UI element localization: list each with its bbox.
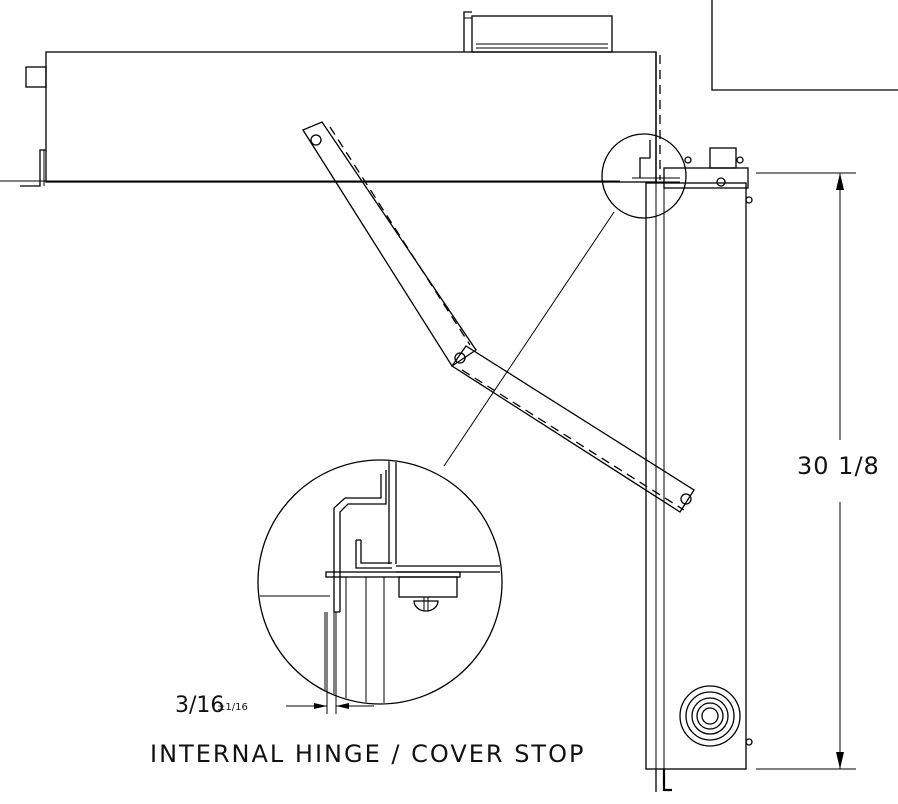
detail-callout-circle	[601, 133, 687, 219]
gap-dimension-arrows	[286, 703, 374, 709]
conduit-knockout	[679, 685, 741, 747]
corner-outline	[711, 0, 898, 91]
hinge-arm-lower	[451, 345, 695, 513]
gap-dimension-label: 3/16	[175, 693, 225, 718]
hinge-arm-upper	[302, 121, 477, 367]
drawing-caption: INTERNAL HINGE / COVER STOP	[150, 740, 586, 768]
gap-tolerance-label: ±1/16	[217, 702, 248, 713]
open-cover	[0, 11, 661, 187]
leader-line	[443, 211, 615, 467]
detail-view	[257, 459, 503, 714]
hinge-bracket-small	[632, 140, 680, 183]
height-dimension-label: 30 1/8	[797, 452, 880, 480]
height-dimension-line	[756, 172, 856, 770]
